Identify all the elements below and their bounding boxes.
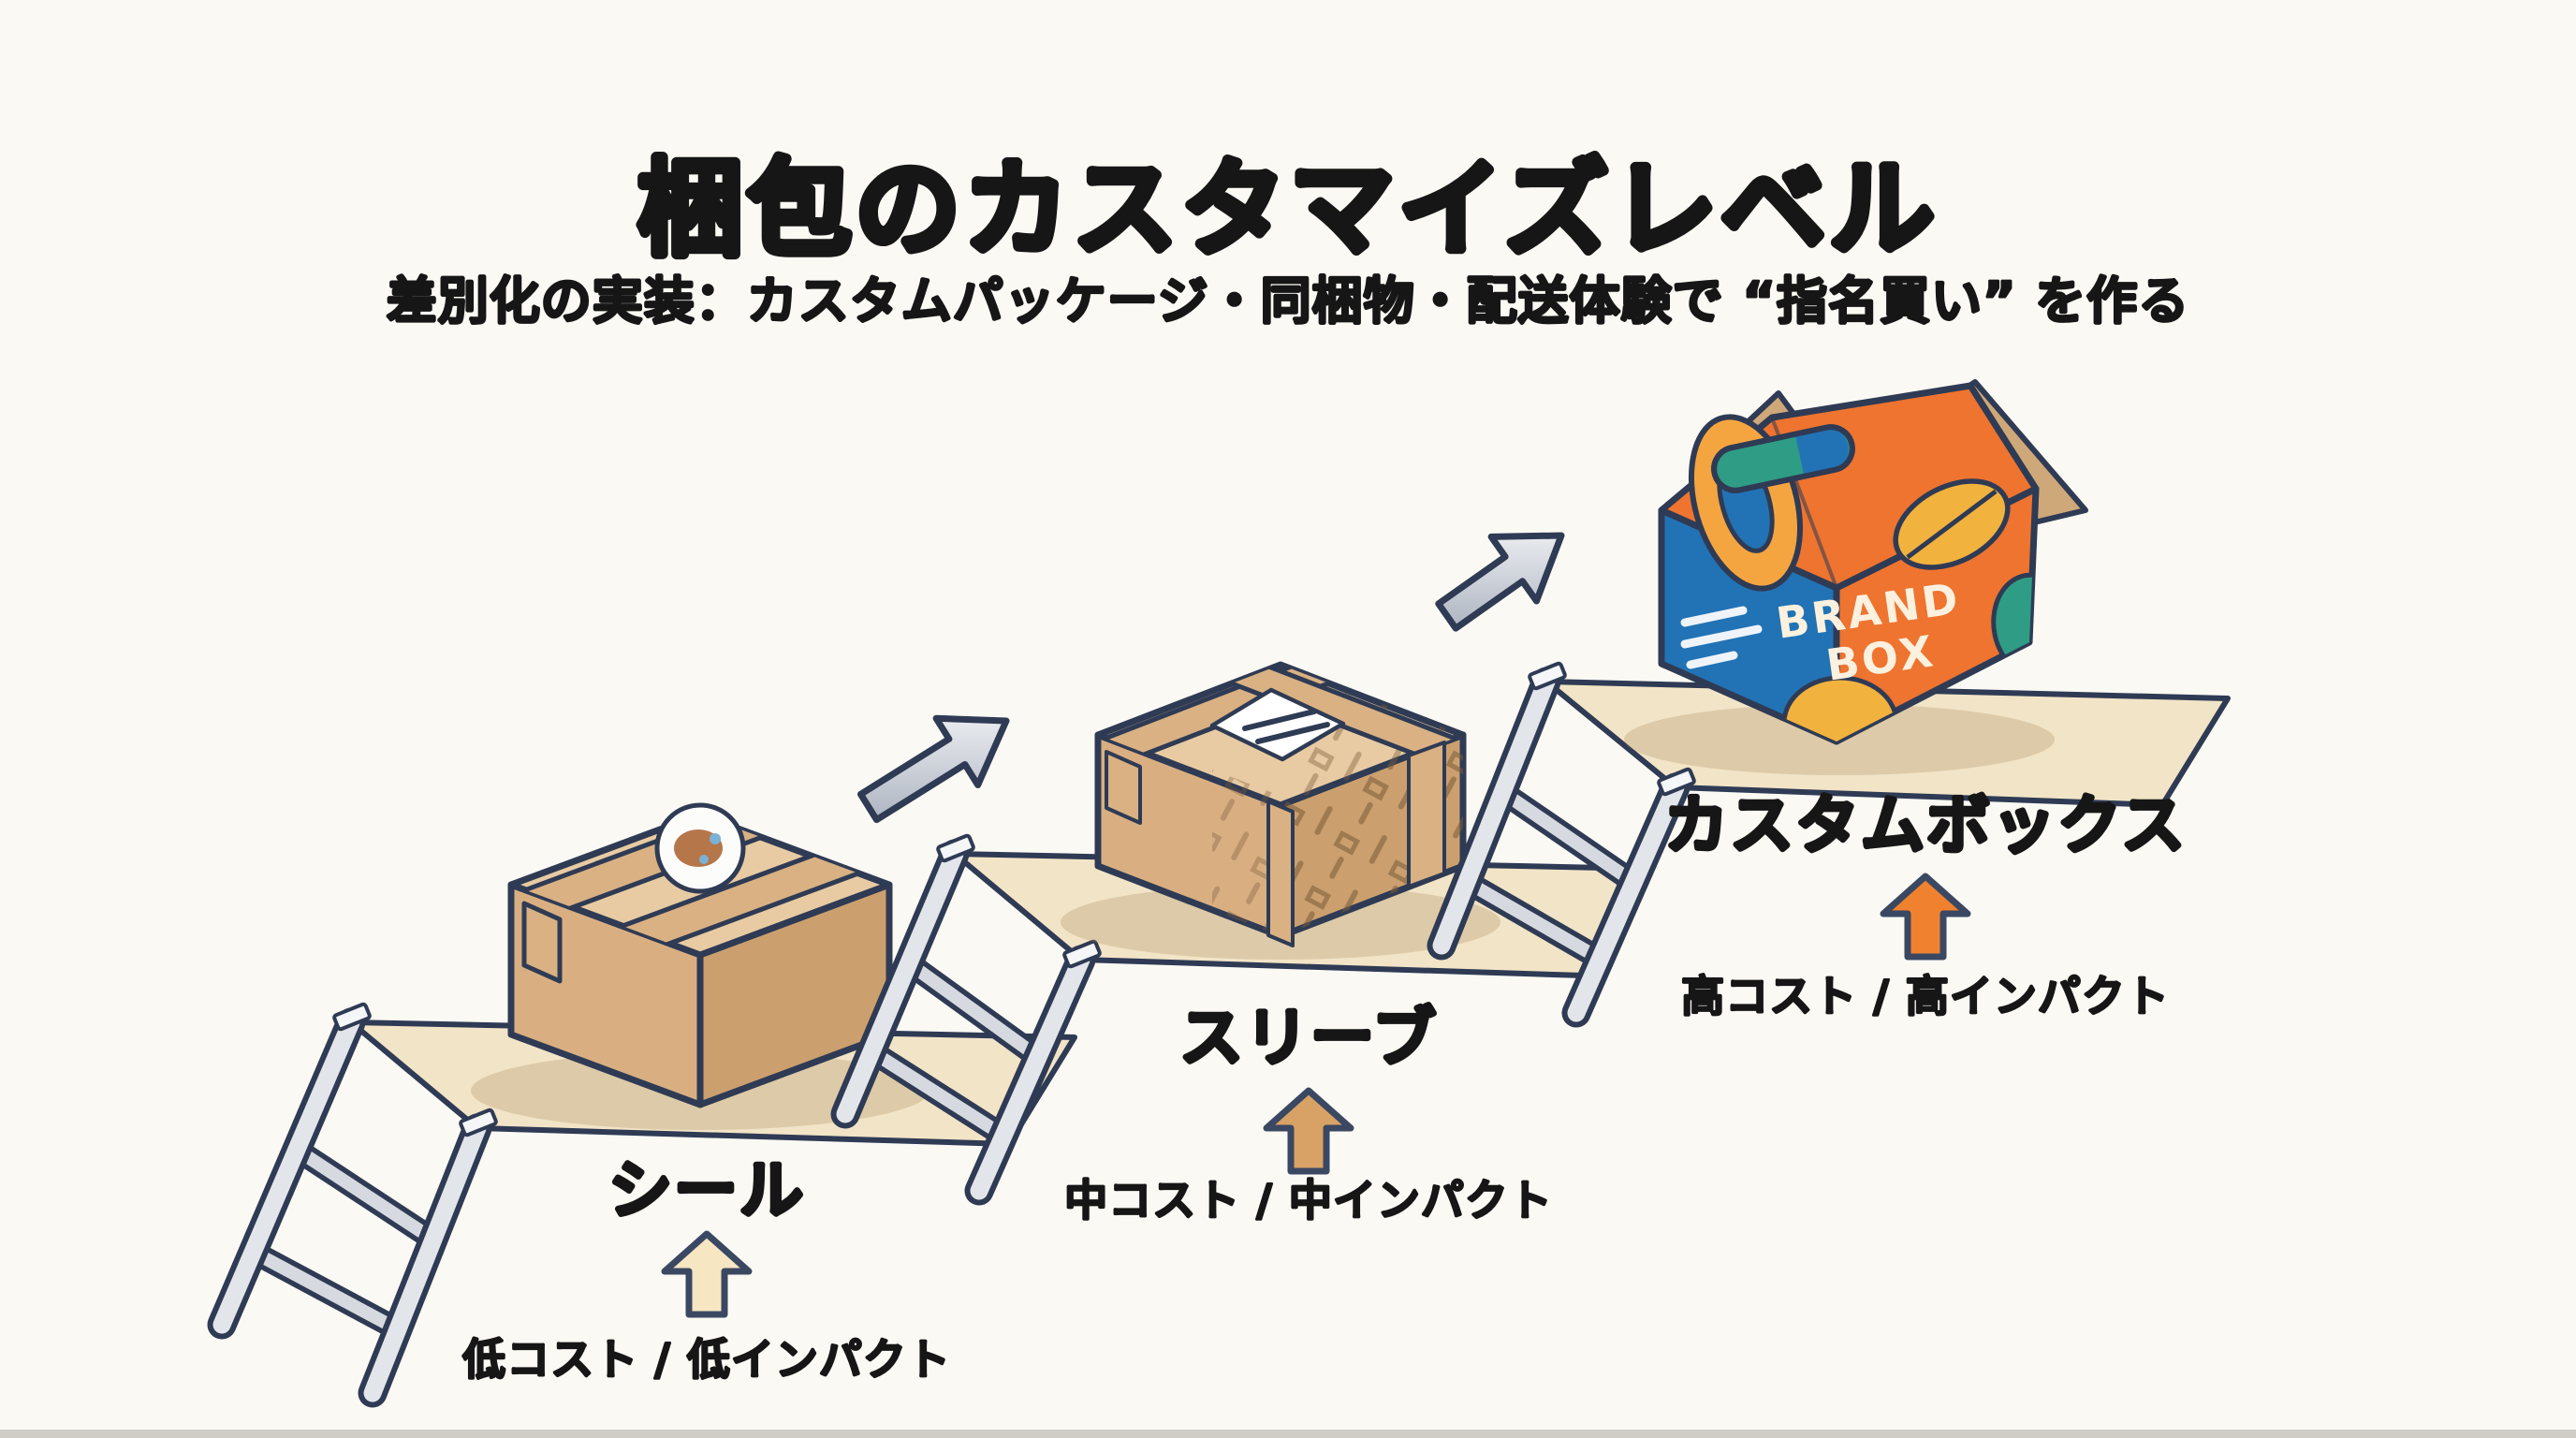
sleeve-pattern <box>1212 770 1281 936</box>
cardboard-box-sleeve-icon <box>1061 661 1500 960</box>
stage-sleeve-caption-group: スリーブ 中コスト / 中インパクト <box>1063 1000 1553 1226</box>
progress-arrow-icon <box>857 714 1010 824</box>
ladder-icon <box>1427 661 1696 1028</box>
stage-label: シール <box>608 1154 805 1228</box>
ladder-rails <box>830 833 1102 1206</box>
stage-label: カスタムボックス <box>1664 789 2187 863</box>
shipping-label-icon <box>1209 687 1346 762</box>
tape-edge-strip <box>1266 800 1295 947</box>
brand-gable-box-icon: BRAND BOX <box>1624 379 2088 775</box>
stage-caption: 低コスト / 低インパクト <box>462 1334 951 1385</box>
tape-tab <box>521 901 563 984</box>
tape-wrap-strip <box>1407 741 1446 888</box>
ladder-rails <box>1427 661 1696 1028</box>
stage-caption: 高コスト / 高インパクト <box>1681 971 2170 1021</box>
speed-lines <box>1680 606 1763 669</box>
ladder-rungs <box>859 951 1050 1148</box>
round-sticker-icon <box>654 802 746 894</box>
scan-edge-line <box>0 1430 2576 1438</box>
page-subtitle: 差別化の実装：カスタムパッケージ・同梱物・配送体験で “指名買い” を作る <box>387 271 2190 330</box>
stage-seal-caption-group: シール 低コスト / 低インパクト <box>461 1152 951 1386</box>
ladder-icon <box>207 1002 498 1408</box>
tape-tab <box>1105 750 1142 825</box>
page-title: 梱包のカスタマイズレベル <box>638 149 1939 271</box>
level-up-arrow-icon <box>1880 873 1971 961</box>
handle-slot-icon <box>1711 424 1855 493</box>
ladder-rails <box>207 1002 498 1408</box>
ladder-rungs <box>241 1137 446 1342</box>
level-up-arrow-icon <box>1263 1087 1354 1175</box>
stage-custom-box-platform <box>1544 679 2231 808</box>
yellow-pill-print <box>1893 478 2011 570</box>
stage-custom-box-caption-group: カスタムボックス 高コスト / 高インパクト <box>1662 787 2187 1022</box>
ladder-rungs <box>1455 780 1646 971</box>
stage-caption: 中コスト / 中インパクト <box>1064 1175 1553 1225</box>
stage-label: スリーブ <box>1179 1002 1438 1076</box>
ladder-icon <box>830 833 1102 1206</box>
progress-arrow-icon <box>1435 532 1565 632</box>
level-up-arrow-icon <box>661 1230 753 1318</box>
